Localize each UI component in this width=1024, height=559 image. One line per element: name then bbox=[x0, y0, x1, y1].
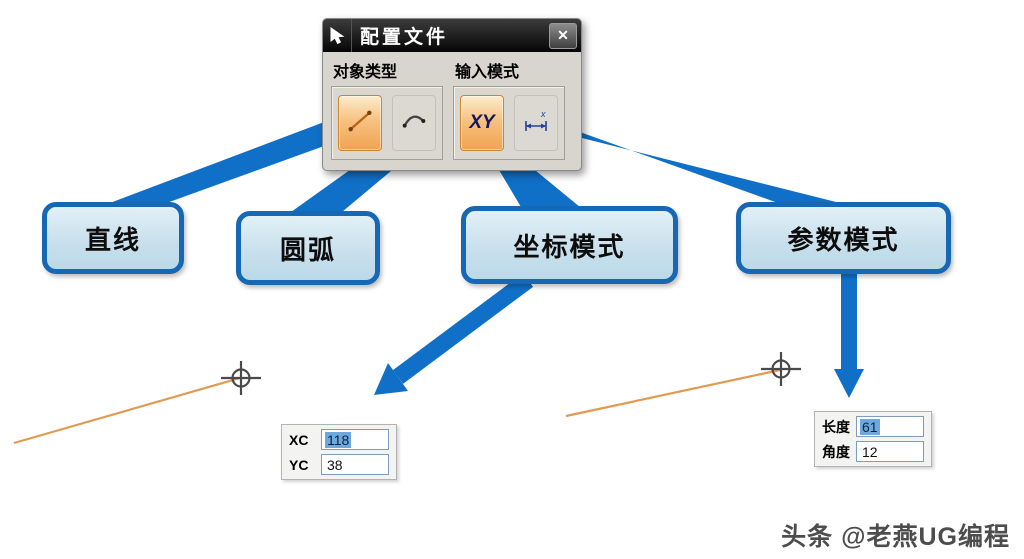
xc-label: XC bbox=[289, 431, 309, 448]
yc-input[interactable]: 38 bbox=[321, 454, 389, 475]
input-mode-group: 输入模式 XY x bbox=[453, 56, 565, 160]
length-input[interactable]: 61 bbox=[856, 416, 924, 437]
parameter-dimension-icon: x bbox=[522, 108, 550, 139]
arrow-param-button-to-param-callout bbox=[538, 117, 860, 208]
arc-button[interactable] bbox=[392, 95, 436, 151]
coordinate-tracker: XC 118 YC 38 bbox=[281, 424, 397, 480]
arc-icon bbox=[400, 107, 428, 140]
arrow-shaft-coord-callout-to-tracker bbox=[392, 273, 534, 384]
dialog-body: 对象类型 bbox=[323, 52, 581, 170]
close-icon[interactable]: ✕ bbox=[549, 22, 577, 49]
arrowhead-coord-callout-to-tracker bbox=[374, 363, 408, 395]
crosshair-right-icon bbox=[761, 352, 801, 386]
arrowhead-param-callout-to-tracker bbox=[834, 369, 864, 398]
profile-dialog: 配置文件 ✕ 对象类型 bbox=[322, 18, 582, 171]
length-label: 长度 bbox=[822, 418, 850, 435]
dialog-titlebar[interactable]: 配置文件 ✕ bbox=[323, 19, 581, 52]
callout-arc: 圆弧 bbox=[236, 211, 380, 285]
yc-row: YC 38 bbox=[289, 454, 389, 475]
crosshair-left-icon bbox=[221, 361, 261, 395]
angle-label: 角度 bbox=[822, 443, 850, 460]
callout-coordinate-mode: 坐标模式 bbox=[461, 206, 678, 284]
angle-value: 12 bbox=[862, 443, 878, 460]
callout-coordinate-mode-label: 坐标模式 bbox=[513, 231, 626, 262]
xc-input[interactable]: 118 bbox=[321, 429, 389, 450]
xy-button[interactable]: XY bbox=[460, 95, 504, 151]
line-icon bbox=[346, 107, 374, 140]
sketch-line-left bbox=[13, 376, 241, 445]
callout-arc-label: 圆弧 bbox=[279, 234, 336, 265]
watermark: 头条 @老燕UG编程 bbox=[781, 523, 1010, 551]
angle-row: 角度 12 bbox=[822, 441, 924, 462]
dialog-title: 配置文件 bbox=[360, 27, 449, 48]
length-value: 61 bbox=[860, 418, 880, 435]
yc-value: 38 bbox=[327, 456, 343, 473]
object-type-panel bbox=[331, 86, 443, 160]
yc-label: YC bbox=[289, 456, 309, 473]
object-type-label: 对象类型 bbox=[333, 64, 398, 81]
callout-line-label: 直线 bbox=[84, 224, 141, 255]
angle-input[interactable]: 12 bbox=[856, 441, 924, 462]
xc-row: XC 118 bbox=[289, 429, 389, 450]
arrow-line-button-to-line-callout bbox=[94, 116, 360, 209]
sketch-line-right bbox=[565, 368, 781, 418]
svg-text:x: x bbox=[540, 109, 546, 119]
cursor-arrow-icon bbox=[323, 19, 352, 52]
input-mode-label: 输入模式 bbox=[455, 64, 520, 81]
object-type-group: 对象类型 bbox=[331, 56, 443, 160]
callout-parameter-mode: 参数模式 bbox=[736, 202, 951, 274]
callout-line: 直线 bbox=[42, 202, 184, 274]
length-row: 长度 61 bbox=[822, 416, 924, 437]
input-mode-panel: XY x bbox=[453, 86, 565, 160]
xy-icon: XY bbox=[469, 112, 495, 133]
xc-value: 118 bbox=[325, 431, 352, 448]
line-button[interactable] bbox=[338, 95, 382, 151]
parameter-button[interactable]: x bbox=[514, 95, 558, 151]
callout-parameter-mode-label: 参数模式 bbox=[787, 224, 900, 255]
parameter-tracker: 长度 61 角度 12 bbox=[814, 411, 932, 467]
